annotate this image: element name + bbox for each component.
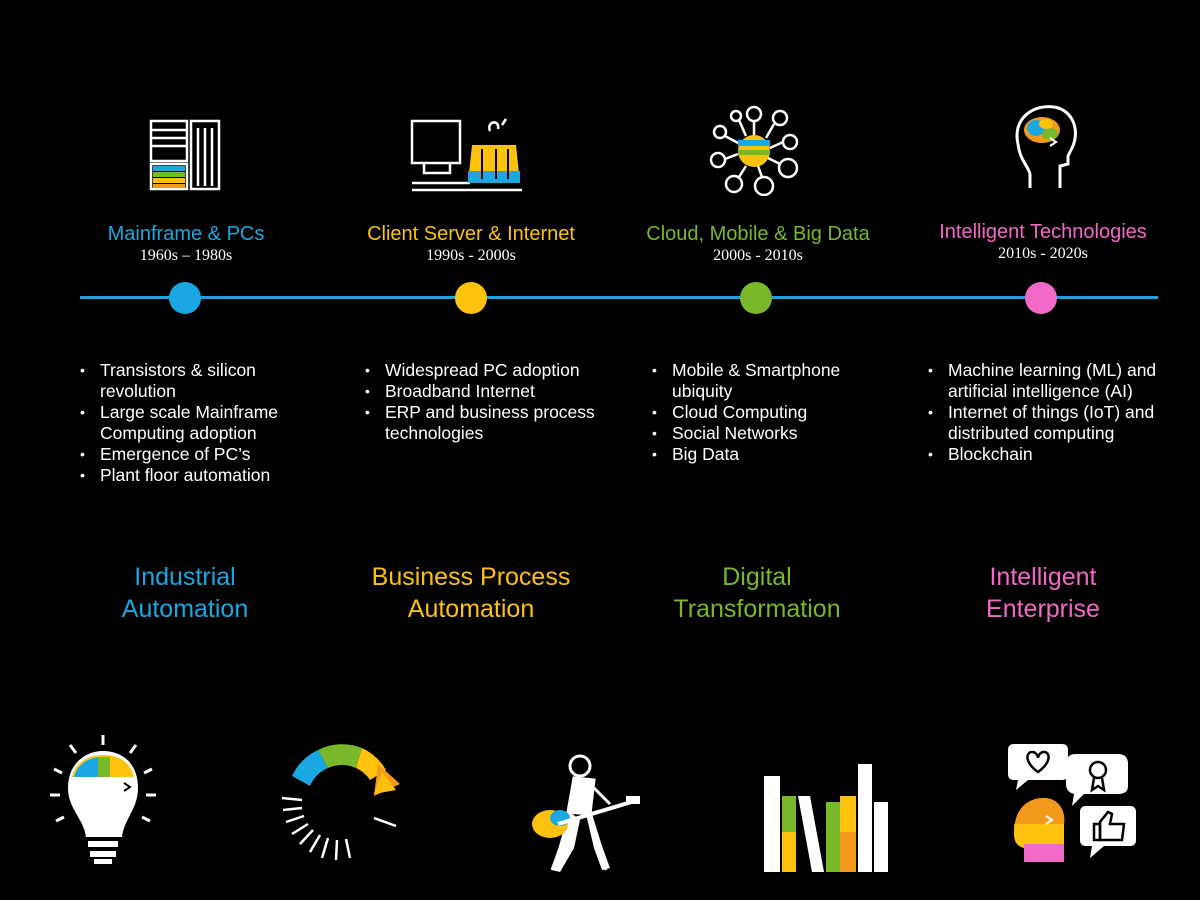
outcome-line: Automation [121, 595, 249, 623]
list-item: Internet of things (IoT) and distributed… [928, 402, 1188, 444]
list-item: Cloud Computing [652, 402, 892, 423]
era-title-intelligent: Intelligent Technologies [939, 221, 1147, 243]
timeline-line [80, 296, 1158, 299]
list-item: Emergence of PC’s [80, 444, 320, 465]
outcome-line: Automation [407, 595, 535, 623]
bullet-list-cloud: Mobile & Smartphone ubiquity Cloud Compu… [651, 360, 892, 465]
client-server-icon [410, 118, 522, 192]
list-item: Widespread PC adoption [365, 360, 615, 381]
era-title-client-server: Client Server & Internet [367, 223, 575, 245]
timeline-dot-mainframe [169, 282, 201, 314]
timeline-dot-cloud [740, 282, 772, 314]
list-item: Large scale Mainframe Computing adoption [80, 402, 320, 444]
outcome-line: Intelligent [989, 563, 1097, 591]
list-item: Machine learning (ML) and artificial int… [928, 360, 1188, 402]
outcome-line: Enterprise [986, 595, 1100, 623]
era-years-cloud: 2000s - 2010s [713, 247, 803, 264]
network-nodes-icon [709, 105, 799, 196]
list-item: ERP and business process technologies [365, 402, 615, 444]
brain-head-icon [1015, 105, 1077, 188]
list-item: Plant floor automation [80, 465, 320, 486]
bullet-list-intelligent: Machine learning (ML) and artificial int… [927, 360, 1188, 465]
circular-arrow-icon [281, 744, 400, 861]
timeline-dot-intelligent [1025, 282, 1057, 314]
timeline-dot-client-server [455, 282, 487, 314]
mainframe-icon [149, 119, 221, 191]
outcome-line: Industrial [134, 563, 236, 591]
outcome-digital-transformation: Digital Transformation [607, 561, 907, 625]
list-item: Blockchain [928, 444, 1188, 465]
era-title-mainframe: Mainframe & PCs [107, 223, 265, 245]
outcome-intelligent-enterprise: Intelligent Enterprise [893, 561, 1193, 625]
bullet-list-mainframe: Transistors & silicon revolution Large s… [79, 360, 320, 486]
outcome-line: Business Process [371, 563, 571, 591]
era-years-mainframe: 1960s – 1980s [139, 247, 233, 264]
list-item: Big Data [652, 444, 892, 465]
outcome-line: Digital [722, 563, 792, 591]
guitar-player-icon [532, 754, 640, 872]
outcome-industrial-automation: Industrial Automation [35, 561, 335, 625]
list-item: Transistors & silicon revolution [80, 360, 320, 402]
chat-bubbles-icon [1008, 744, 1136, 862]
era-years-intelligent: 2010s - 2020s [998, 245, 1088, 262]
list-item: Social Networks [652, 423, 892, 444]
bar-chart-icon [764, 764, 888, 872]
era-title-cloud: Cloud, Mobile & Big Data [646, 223, 870, 245]
era-years-client-server: 1990s - 2000s [426, 247, 516, 264]
outcome-business-process-automation: Business Process Automation [321, 561, 621, 625]
list-item: Broadband Internet [365, 381, 615, 402]
bullet-list-client-server: Widespread PC adoption Broadband Interne… [364, 360, 615, 444]
list-item: Mobile & Smartphone ubiquity [652, 360, 892, 402]
outcome-line: Transformation [673, 595, 841, 623]
lightbulb-head-icon [50, 735, 156, 864]
